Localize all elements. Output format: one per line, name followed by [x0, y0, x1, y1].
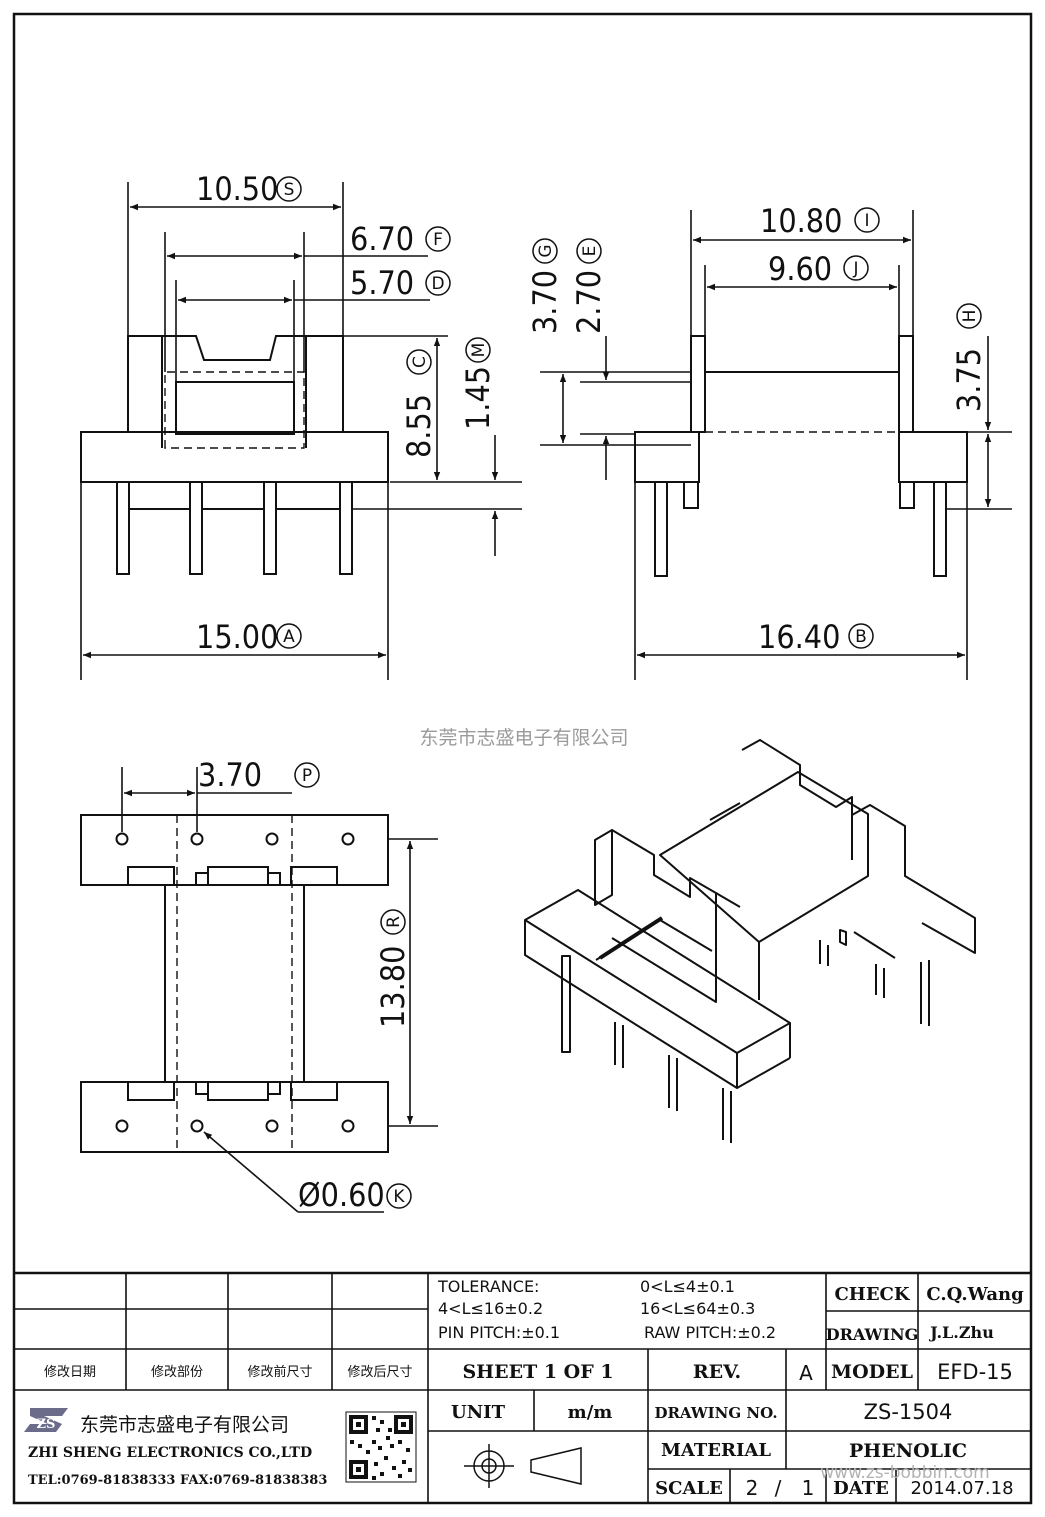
dim-e-value: 2.70	[570, 270, 608, 334]
unit-value: m/m	[568, 1402, 613, 1423]
dim-m-value: 1.45	[459, 366, 497, 430]
check-value: C.Q.Wang	[926, 1284, 1024, 1305]
drawing-label: DRAWING	[826, 1325, 919, 1344]
dim-b-tag: B	[855, 627, 867, 647]
rev-value: A	[799, 1361, 813, 1385]
rev-label: REV.	[693, 1361, 741, 1383]
tolerance-label: TOLERANCE:	[437, 1277, 539, 1296]
isometric-view	[524, 739, 976, 1143]
rev-header-part: 修改部份	[151, 1365, 203, 1380]
dim-i-value: 10.80	[760, 202, 842, 240]
scale-numerator: 2	[746, 1476, 759, 1500]
dim-s-value: 10.50	[196, 170, 278, 208]
dim-j-value: 9.60	[768, 250, 832, 288]
side-view	[634, 335, 968, 577]
sheet-border	[12, 12, 1033, 1505]
dimension-labels: 10.50 S 6.70 F 5.70 D 8.55 C 1.45 M 15.0…	[196, 170, 988, 1214]
front-view	[80, 335, 389, 575]
watermark-company: 东莞市志盛电子有限公司	[419, 727, 628, 749]
front-view-dimensions	[80, 182, 522, 680]
dim-k-value: Ø0.60	[298, 1176, 385, 1214]
dim-b-value: 16.40	[758, 618, 840, 656]
company-contact: TEL:0769-81838333 FAX:0769-81838383	[28, 1473, 327, 1488]
raw-pitch: RAW PITCH:±0.2	[644, 1323, 776, 1342]
dim-p-value: 3.70	[198, 756, 262, 794]
dim-a-value: 15.00	[196, 618, 278, 656]
dim-j-tag: J	[852, 259, 858, 279]
side-view-dimensions	[540, 210, 1012, 680]
date-value: 2014.07.18	[910, 1478, 1013, 1499]
tolerance-1: 0<L≤4±0.1	[640, 1277, 735, 1296]
dim-c-tag: C	[410, 356, 430, 368]
tolerance-3: 16<L≤64±0.3	[640, 1299, 755, 1318]
check-label: CHECK	[834, 1284, 910, 1305]
title-block-grid	[14, 1271, 1031, 1503]
dim-g-value: 3.70	[526, 270, 564, 334]
dim-m-tag: M	[469, 343, 489, 358]
dim-c-value: 8.55	[400, 394, 438, 458]
rev-header-date: 修改日期	[44, 1365, 96, 1380]
dim-r-value: 13.80	[374, 946, 412, 1028]
company-name-cn: 东莞市志盛电子有限公司	[80, 1414, 289, 1436]
bottom-view	[80, 814, 389, 1153]
title-block: 修改日期 修改部份 修改前尺寸 修改后尺寸 TOLERANCE: 0<L≤4±0…	[28, 1277, 1024, 1500]
dim-h-value: 3.75	[950, 348, 988, 412]
dim-s-tag: S	[284, 180, 295, 200]
scale-denominator: 1	[802, 1476, 815, 1500]
qr-code-icon	[345, 1411, 417, 1483]
company-logo-text: ZS	[37, 1417, 56, 1432]
unit-label: UNIT	[451, 1402, 506, 1423]
watermark-site: www.zs-bobbin.com	[820, 1463, 989, 1483]
material-label: MATERIAL	[661, 1440, 771, 1461]
dim-a-tag: A	[283, 627, 295, 647]
scale-separator: /	[775, 1476, 782, 1500]
pin-pitch: PIN PITCH:±0.1	[438, 1323, 560, 1342]
dim-f-tag: F	[433, 230, 443, 250]
company-logo	[24, 1408, 68, 1432]
rev-header-after: 修改后尺寸	[347, 1365, 412, 1380]
dim-e-tag: E	[580, 246, 600, 257]
dim-d-tag: D	[431, 274, 444, 294]
tolerance-2: 4<L≤16±0.2	[438, 1299, 543, 1318]
model-value: EFD-15	[937, 1360, 1013, 1384]
scale-label: SCALE	[655, 1478, 723, 1499]
dim-i-tag: I	[864, 211, 869, 231]
dim-k-tag: K	[393, 1187, 405, 1207]
drawing-value: J.L.Zhu	[928, 1323, 994, 1342]
dim-h-tag: H	[960, 310, 980, 323]
bottom-view-dimensions	[121, 767, 438, 1213]
drawing-no-label: DRAWING NO.	[654, 1404, 777, 1422]
dim-d-value: 5.70	[350, 264, 414, 302]
projection-symbol	[464, 1444, 582, 1488]
sheet-label: SHEET 1 OF 1	[462, 1361, 613, 1383]
drawing-no-value: ZS-1504	[864, 1400, 953, 1424]
dim-p-tag: P	[302, 766, 312, 786]
dim-f-value: 6.70	[350, 220, 414, 258]
dim-r-tag: R	[384, 916, 404, 928]
material-value: PHENOLIC	[849, 1440, 967, 1462]
model-label: MODEL	[831, 1361, 913, 1383]
dim-g-tag: G	[536, 244, 556, 257]
company-name-en: ZHI SHENG ELECTRONICS CO.,LTD	[28, 1445, 312, 1461]
date-label: DATE	[833, 1478, 889, 1499]
rev-header-before: 修改前尺寸	[247, 1364, 312, 1380]
